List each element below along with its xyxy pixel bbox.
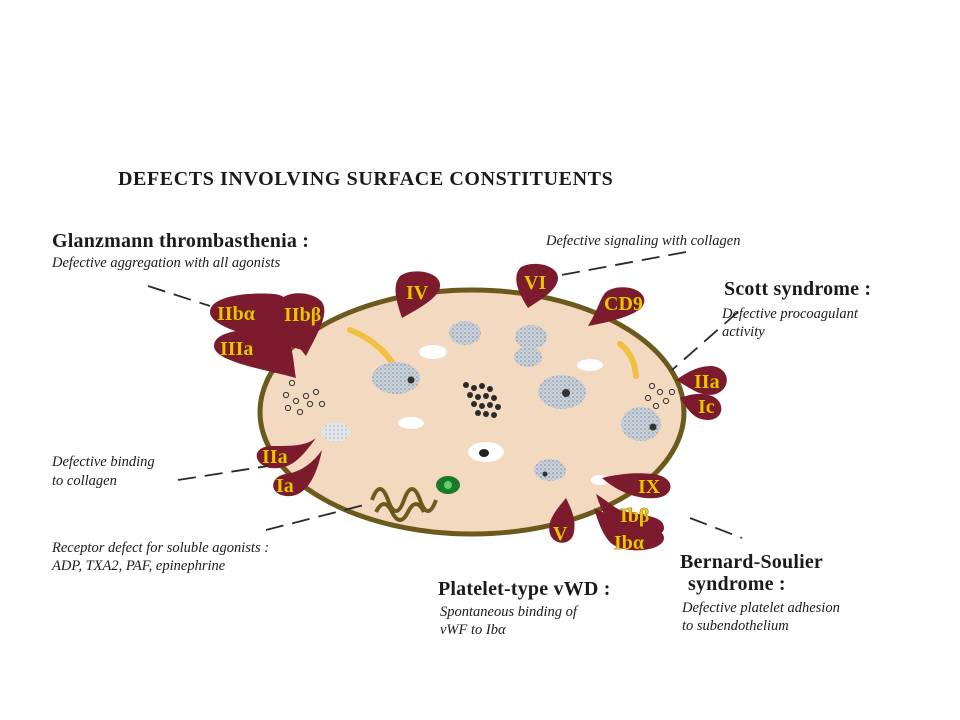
receptor-ia-label: Ia — [276, 475, 294, 497]
bernard-soulier-heading-line1: Bernard-Soulier — [680, 551, 823, 573]
leader-collagen-signaling — [555, 251, 687, 277]
mitochondrion-core — [444, 481, 452, 489]
glycogen-cluster — [463, 382, 501, 418]
receptor-iib-alpha-label: IIbα — [217, 303, 255, 325]
scott-description-line2: activity — [722, 324, 765, 340]
leader-collagen-binding — [177, 465, 269, 481]
platelet-membrane — [257, 287, 687, 537]
scott-heading: Scott syndrome : — [724, 278, 872, 300]
bernard-soulier-line2: to subendothelium — [682, 618, 789, 634]
glanzmann-description: Defective aggregation with all agonists — [52, 255, 281, 271]
receptor-vi-shape — [516, 263, 558, 308]
scott-description-line1: Defective procoagulant — [722, 306, 858, 322]
alpha-granules — [322, 321, 661, 481]
receptor-ib-alpha-shape — [594, 508, 664, 551]
soluble-agonists-line1: Receptor defect for soluble agonists : — [52, 540, 270, 556]
vesicle — [577, 359, 603, 371]
receptor-iia-left-shape — [256, 438, 316, 469]
page-title: DEFECTS INVOLVING SURFACE CONSTITUENTS — [118, 168, 614, 190]
leader-bernard-soulier — [689, 517, 743, 539]
bernard-soulier-line1: Defective platelet adhesion — [682, 600, 840, 616]
receptor-ic-shape — [680, 393, 722, 420]
receptor-iib-beta-shape — [277, 293, 325, 356]
receptor-ix-shape — [602, 473, 671, 499]
open-canalicular-left — [347, 327, 395, 365]
platelet-vwd-line2: vWF to Ibα — [440, 622, 506, 638]
collagen-binding-line1: Defective binding — [52, 454, 155, 470]
receptor-iia-right-shape — [676, 366, 727, 395]
bernard-soulier-heading-line2: syndrome : — [688, 573, 786, 595]
receptor-cd9-shape — [588, 287, 645, 326]
leader-lines — [147, 251, 743, 539]
receptor-v-shape — [549, 498, 575, 543]
receptor-cd9-label: CD9 — [604, 293, 643, 315]
receptor-ix-label: IX — [638, 476, 661, 498]
collagen-signaling-description: Defective signaling with collagen — [546, 233, 741, 249]
receptor-iv-shape — [395, 271, 441, 318]
platelet-vwd-heading: Platelet-type vWD : — [438, 578, 611, 600]
leader-scott — [671, 311, 739, 371]
vesicle — [419, 345, 447, 359]
receptor-iiia-shape — [214, 329, 296, 378]
receptor-iv-label: IV — [406, 282, 429, 304]
receptor-v-label: V — [553, 523, 568, 545]
platelet-vwd-line1: Spontaneous binding of — [440, 604, 577, 620]
vesicle — [398, 417, 424, 429]
glanzmann-heading: Glanzmann thrombasthenia : — [52, 230, 310, 252]
receptor-vi-label: VI — [524, 272, 546, 294]
seven-transmembrane-receptor-icon — [370, 487, 438, 522]
receptor-iiia-label: IIIa — [220, 338, 253, 360]
receptors — [210, 263, 727, 551]
surface-pits — [282, 379, 676, 416]
leader-glanzmann — [147, 285, 211, 307]
receptor-ia-shape — [273, 450, 322, 497]
receptor-iia-left-label: IIa — [262, 446, 288, 468]
dense-granule-core — [479, 449, 489, 457]
leader-soluble-agonists — [265, 503, 369, 531]
receptor-iia-right-label: IIa — [694, 371, 720, 393]
soluble-agonists-line2: ADP, TXA2, PAF, epinephrine — [52, 558, 226, 574]
open-canalicular-right — [617, 341, 639, 379]
receptor-iib-beta-label: IIbβ — [284, 304, 321, 326]
collagen-binding-line2: to collagen — [52, 473, 117, 489]
receptor-ic-label: Ic — [698, 396, 715, 418]
receptor-ib-alpha-label: Ibα — [614, 532, 644, 554]
receptor-ib-beta-label: Ibβ — [620, 505, 649, 527]
